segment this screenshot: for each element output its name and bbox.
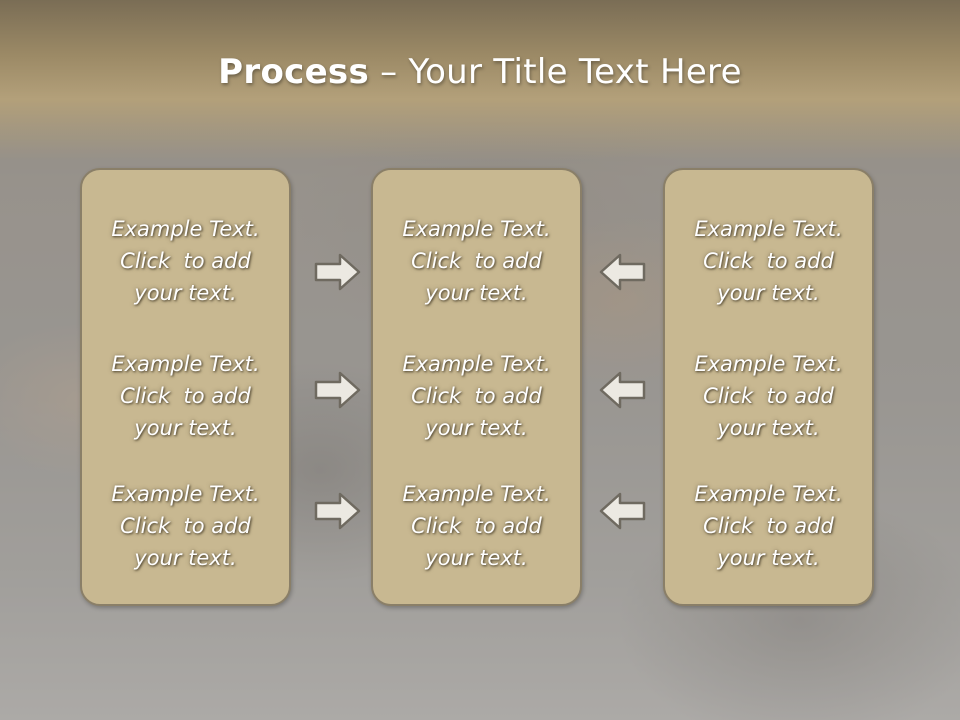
text-line: Click to add	[703, 514, 834, 538]
right-arrow-icon[interactable]	[314, 252, 362, 292]
text-block[interactable]: Example Text. Click to add your text.	[373, 213, 580, 309]
left-arrow-icon[interactable]	[598, 252, 646, 292]
text-line: your text.	[134, 281, 237, 305]
left-arrow-icon[interactable]	[598, 370, 646, 410]
text-line: Example Text.	[111, 482, 260, 506]
text-line: your text.	[134, 416, 237, 440]
text-line: Click to add	[703, 249, 834, 273]
text-line: your text.	[425, 281, 528, 305]
text-line: Click to add	[120, 384, 251, 408]
text-line: Click to add	[411, 384, 542, 408]
text-block[interactable]: Example Text. Click to add your text.	[82, 348, 289, 444]
text-line: your text.	[717, 416, 820, 440]
text-line: Click to add	[411, 514, 542, 538]
text-line: your text.	[134, 546, 237, 570]
text-block[interactable]: Example Text. Click to add your text.	[373, 478, 580, 574]
text-line: Example Text.	[402, 482, 551, 506]
text-block[interactable]: Example Text. Click to add your text.	[665, 478, 872, 574]
text-line: Click to add	[411, 249, 542, 273]
text-block[interactable]: Example Text. Click to add your text.	[665, 348, 872, 444]
right-panel[interactable]: Example Text. Click to add your text. Ex…	[663, 168, 874, 606]
text-line: Example Text.	[111, 217, 260, 241]
text-block[interactable]: Example Text. Click to add your text.	[82, 213, 289, 309]
text-line: Example Text.	[402, 352, 551, 376]
title-band	[0, 0, 960, 160]
text-line: Click to add	[120, 514, 251, 538]
text-line: your text.	[425, 546, 528, 570]
text-line: Example Text.	[402, 217, 551, 241]
text-line: Example Text.	[694, 482, 843, 506]
text-line: your text.	[717, 281, 820, 305]
text-line: Example Text.	[694, 217, 843, 241]
right-arrow-icon[interactable]	[314, 491, 362, 531]
text-block[interactable]: Example Text. Click to add your text.	[373, 348, 580, 444]
text-block[interactable]: Example Text. Click to add your text.	[665, 213, 872, 309]
title-text: – Your Title Text Here	[369, 52, 742, 92]
slide-title[interactable]: Process – Your Title Text Here	[0, 52, 960, 92]
left-panel[interactable]: Example Text. Click to add your text. Ex…	[80, 168, 291, 606]
text-line: Click to add	[703, 384, 834, 408]
text-line: Example Text.	[694, 352, 843, 376]
title-bold: Process	[218, 52, 370, 92]
text-line: your text.	[717, 546, 820, 570]
center-panel[interactable]: Example Text. Click to add your text. Ex…	[371, 168, 582, 606]
text-line: Click to add	[120, 249, 251, 273]
text-line: your text.	[425, 416, 528, 440]
text-line: Example Text.	[111, 352, 260, 376]
left-arrow-icon[interactable]	[598, 491, 646, 531]
text-block[interactable]: Example Text. Click to add your text.	[82, 478, 289, 574]
right-arrow-icon[interactable]	[314, 370, 362, 410]
